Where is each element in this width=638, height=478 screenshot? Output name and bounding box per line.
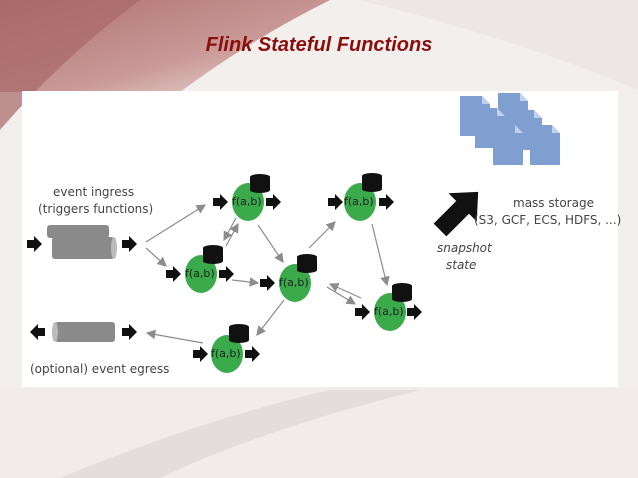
database-icon — [392, 283, 412, 302]
ingress-label-line1: event ingress — [53, 185, 135, 199]
storage-label-line1: mass storage — [513, 196, 594, 210]
ingress-out-arrow-icon — [122, 236, 137, 252]
function-node-3 — [260, 254, 317, 302]
storage-label-line2: (S3, GCF, ECS, HDFS, ...) — [474, 213, 622, 227]
function-node-6 — [193, 324, 260, 373]
function-node-5 — [355, 283, 422, 331]
function-node-2 — [166, 245, 234, 293]
database-icon — [250, 174, 270, 193]
egress-in-arrow-icon — [122, 324, 137, 340]
function-label: f(a,b) — [344, 195, 374, 208]
function-label: f(a,b) — [232, 195, 262, 208]
function-node-1 — [213, 174, 281, 221]
function-node-4 — [328, 173, 394, 221]
flow-edges — [145, 204, 390, 344]
ingress-in-arrow-icon — [27, 236, 42, 252]
function-label: f(a,b) — [211, 347, 241, 360]
database-icon — [229, 324, 249, 343]
slide-title: Flink Stateful Functions — [205, 34, 433, 56]
ingress-pipe-icon — [47, 225, 117, 259]
document-icon — [460, 93, 560, 165]
database-icon — [362, 173, 382, 192]
function-label: f(a,b) — [185, 267, 215, 280]
ingress-label-line2: (triggers functions) — [38, 202, 154, 216]
egress-label: (optional) event egress — [30, 362, 170, 376]
snapshot-label-line2: state — [446, 258, 477, 272]
database-icon — [203, 245, 223, 264]
database-icon — [297, 254, 317, 273]
egress-out-arrow-icon — [30, 324, 45, 340]
function-label: f(a,b) — [374, 305, 404, 318]
function-label: f(a,b) — [279, 276, 309, 289]
snapshot-label-line1: snapshot — [437, 241, 492, 255]
egress-pipe-icon — [52, 322, 115, 342]
snapshot-arrow-icon — [433, 191, 479, 237]
